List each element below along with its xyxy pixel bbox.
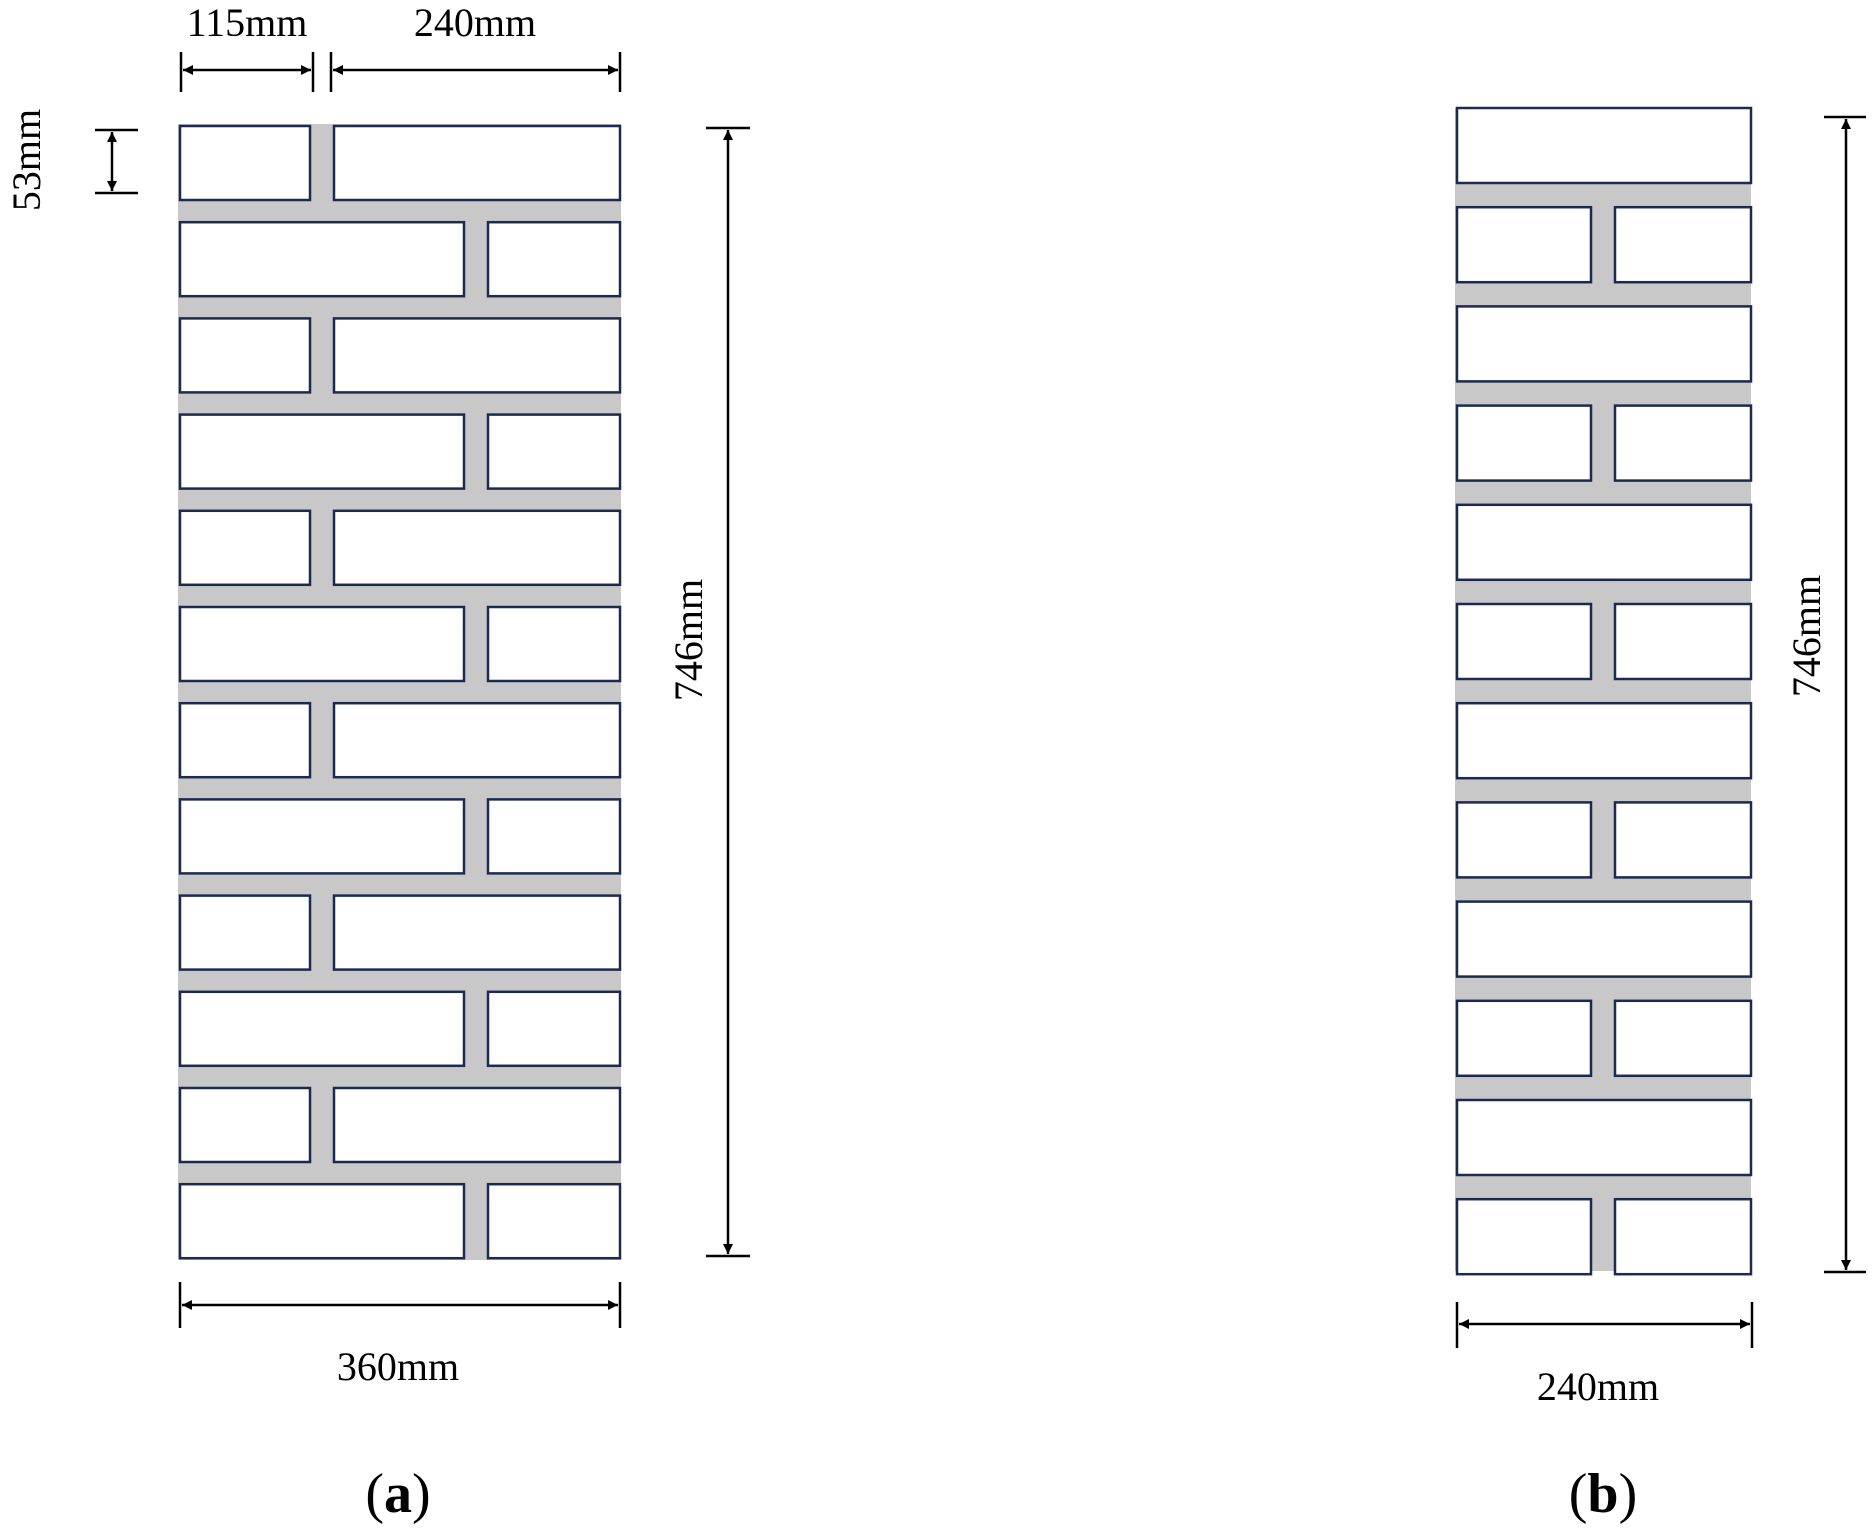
panel-b-height-dimension: 746mm — [1784, 115, 1866, 1274]
brick-full — [178, 1182, 466, 1260]
brick-half — [1455, 801, 1593, 879]
brick-half — [486, 605, 622, 683]
brick-half — [486, 990, 622, 1068]
brick-half — [1613, 1197, 1753, 1276]
brick-full — [332, 894, 622, 971]
panel-a-full-brick-dimension: 240mm — [333, 0, 618, 75]
brick-half — [1455, 205, 1593, 284]
brick-half — [1613, 602, 1753, 681]
panel-a-width-label: 360mm — [337, 1344, 459, 1389]
panel-a-width-dimension: 360mm — [178, 1282, 622, 1389]
brick-half — [486, 1182, 622, 1260]
brick-half — [486, 220, 622, 298]
panel-b-mortar — [1455, 108, 1751, 1271]
panel-b-width-dimension: 240mm — [1455, 1302, 1754, 1409]
brick-full — [1455, 900, 1753, 978]
brick-half — [1613, 404, 1753, 482]
panel-b: 746mm 240mm (b) — [1455, 106, 1866, 1525]
brick-full — [178, 990, 466, 1068]
panel-a-bricks — [178, 124, 622, 1260]
brick-full — [178, 413, 466, 490]
brick-half — [1455, 404, 1593, 482]
panel-b-height-label: 746mm — [1784, 575, 1829, 697]
panel-a-label: (a) — [365, 1463, 430, 1525]
panel-b-width-label: 240mm — [1537, 1364, 1659, 1409]
panel-a-brick-height-label: 53mm — [4, 109, 49, 211]
brick-full — [332, 1086, 622, 1164]
panel-b-bricks — [1455, 106, 1753, 1276]
brick-half — [1613, 801, 1753, 879]
brick-full — [1455, 106, 1753, 185]
brick-full — [1455, 701, 1753, 780]
brick-full — [178, 220, 466, 298]
panel-a-height-label: 746mm — [666, 579, 711, 701]
brick-full — [178, 605, 466, 683]
panel-a-full-brick-label: 240mm — [414, 0, 536, 45]
brick-half — [178, 1086, 312, 1164]
panel-a-mortar — [178, 124, 621, 1260]
brick-half — [178, 701, 312, 779]
brick-full — [178, 798, 466, 875]
brick-full — [1455, 305, 1753, 383]
brick-full — [332, 509, 622, 587]
brick-full — [332, 701, 622, 779]
panel-a-brick-height-dimension: 53mm — [4, 109, 138, 211]
brick-half — [178, 124, 312, 202]
panel-a-half-brick-label: 115mm — [187, 0, 308, 45]
brick-half — [486, 413, 622, 490]
panel-a-height-dimension: 746mm — [666, 126, 750, 1258]
brick-full — [332, 124, 622, 202]
panel-a-half-brick-dimension: 115mm — [179, 0, 622, 92]
brick-half — [178, 317, 312, 394]
brick-half — [1613, 999, 1753, 1078]
brick-half — [486, 798, 622, 875]
brick-half — [1455, 602, 1593, 681]
panel-b-label: (b) — [1569, 1463, 1637, 1525]
brick-half — [1455, 1197, 1593, 1276]
brick-full — [1455, 503, 1753, 582]
brick-half — [1613, 205, 1753, 284]
panel-a: 115mm 240mm 53mm 746mm 360mm — [4, 0, 750, 1525]
brick-full — [1455, 1098, 1753, 1177]
brick-half — [1455, 999, 1593, 1078]
brick-half — [178, 509, 312, 587]
brick-full — [332, 317, 622, 394]
brick-half — [178, 894, 312, 971]
